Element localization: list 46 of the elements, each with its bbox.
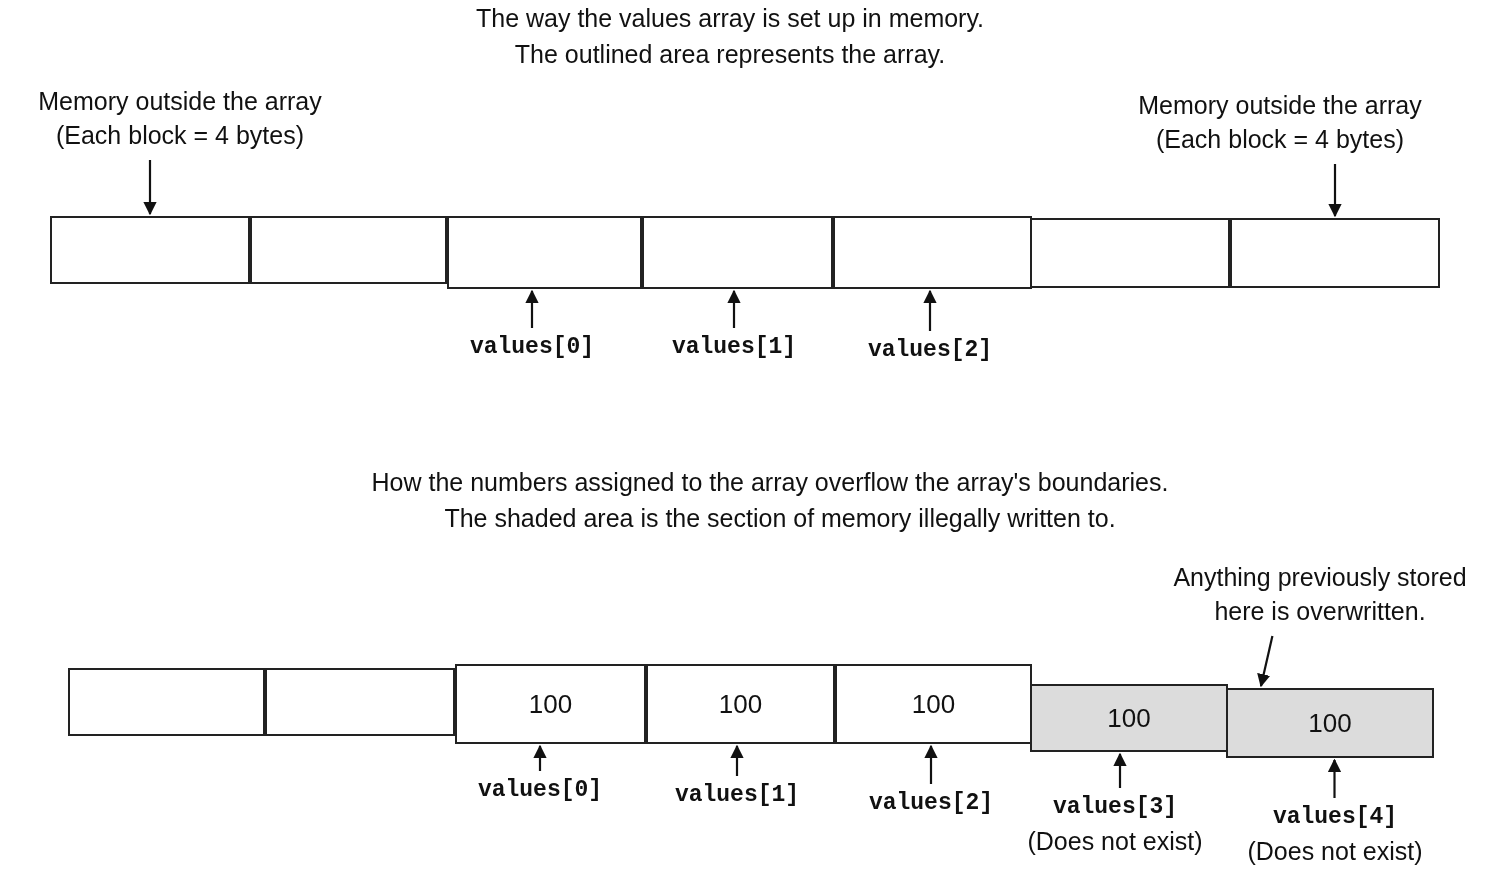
element-label: values[0]: [476, 776, 604, 805]
memory-cell: 100: [455, 664, 646, 744]
arrow: [1113, 752, 1127, 788]
annotation-text: Memory outside the array: [1137, 90, 1423, 121]
arrow: [143, 160, 157, 216]
heading-text: The outlined area represents the array.: [513, 40, 947, 69]
array-outline: [455, 664, 1032, 744]
arrow: [1328, 164, 1342, 218]
note-text: (Each block = 4 bytes): [54, 120, 305, 151]
element-label: values[1]: [673, 781, 801, 810]
memory-cell: [68, 668, 265, 736]
heading-text: How the numbers assigned to the array overflow the array's boundaries.: [370, 468, 1170, 497]
element-label: values[3]: [1051, 793, 1179, 822]
note-text: (Does not exist): [1246, 836, 1424, 867]
arrow: [1327, 758, 1342, 798]
memory-cell: [1030, 218, 1230, 288]
memory-cell: [250, 216, 447, 284]
memory-cell: [265, 668, 455, 736]
element-label: values[2]: [866, 336, 994, 365]
memory-cell: 100: [835, 664, 1032, 744]
array-outline: [447, 216, 1032, 289]
memory-cell: 100: [646, 664, 835, 744]
element-label: values[0]: [468, 333, 596, 362]
memory-cell: [50, 216, 250, 284]
note-text: (Does not exist): [1026, 826, 1204, 857]
element-label: values[4]: [1271, 803, 1399, 832]
element-label: values[2]: [867, 789, 995, 818]
arrow: [533, 744, 547, 771]
memory-cell: [1230, 218, 1440, 288]
annotation-text: Memory outside the array: [37, 86, 323, 117]
arrow: [525, 289, 539, 328]
arrow: [923, 289, 937, 331]
note-text: (Each block = 4 bytes): [1154, 124, 1405, 155]
arrow: [924, 744, 938, 784]
heading-text: The way the values array is set up in memory.: [474, 4, 986, 33]
memory-cell: [642, 216, 833, 289]
heading-text: The shaded area is the section of memory illegally written to.: [443, 504, 1117, 533]
shaded-memory-cell: 100: [1226, 688, 1434, 758]
arrow: [730, 744, 744, 776]
arrow: [727, 289, 741, 328]
arrow: [1257, 635, 1274, 688]
annotation-text: Anything previously stored here is overwritten.: [1172, 562, 1468, 627]
memory-cell: [447, 216, 642, 289]
element-label: values[1]: [670, 333, 798, 362]
memory-cell: [833, 216, 1032, 289]
shaded-memory-cell: 100: [1030, 684, 1228, 752]
